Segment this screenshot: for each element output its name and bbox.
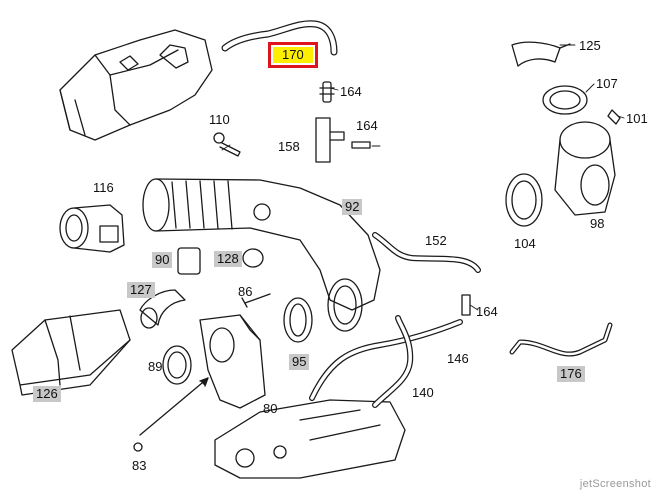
duct-outlet-ring — [327, 278, 363, 332]
ring-107 — [542, 85, 588, 115]
callout-80[interactable]: 80 — [263, 401, 278, 416]
callout-164[interactable]: 164 — [356, 118, 378, 133]
clamp-125 — [511, 41, 561, 67]
callout-101[interactable]: 101 — [626, 111, 648, 126]
ring-104 — [505, 173, 543, 227]
callout-140[interactable]: 140 — [412, 385, 434, 400]
air-filter-housing-126 — [11, 309, 131, 396]
arrow-83 — [139, 377, 209, 436]
pipe-176 — [509, 322, 613, 357]
cap-128 — [242, 248, 264, 268]
fitting-164-mid — [351, 141, 371, 149]
callout-152[interactable]: 152 — [425, 233, 447, 248]
t-fitting-158 — [315, 117, 345, 163]
bracket-90 — [177, 247, 201, 275]
callout-146[interactable]: 146 — [447, 351, 469, 366]
fitting-164-top — [319, 81, 335, 103]
air-mass-sensor-116 — [59, 204, 125, 253]
fitting-164-lower — [461, 294, 471, 316]
seal-ring-95 — [283, 297, 313, 343]
callout-164[interactable]: 164 — [476, 304, 498, 319]
callout-107[interactable]: 107 — [596, 76, 618, 91]
bolt-86 — [241, 293, 271, 308]
callout-176[interactable]: 176 — [557, 366, 585, 382]
callout-92[interactable]: 92 — [342, 199, 363, 215]
gasket-89 — [162, 345, 192, 385]
callout-158[interactable]: 158 — [278, 139, 300, 154]
callout-104[interactable]: 104 — [514, 236, 536, 251]
callout-89[interactable]: 89 — [148, 359, 163, 374]
cylinder-head-cover — [59, 29, 213, 141]
callout-125[interactable]: 125 — [579, 38, 601, 53]
throttle-housing-98 — [554, 121, 616, 216]
callout-127[interactable]: 127 — [127, 282, 155, 298]
bolt-110 — [213, 132, 241, 157]
intake-duct-92 — [142, 178, 381, 311]
callout-98[interactable]: 98 — [590, 216, 605, 231]
screw-83 — [133, 442, 143, 452]
callout-164[interactable]: 164 — [340, 84, 362, 99]
callout-83[interactable]: 83 — [132, 458, 147, 473]
intake-manifold — [214, 399, 406, 479]
callout-90[interactable]: 90 — [152, 252, 173, 268]
callout-95[interactable]: 95 — [289, 354, 310, 370]
callout-116[interactable]: 116 — [93, 180, 114, 195]
callout-110[interactable]: 110 — [209, 112, 230, 127]
throttle-body-80 — [199, 314, 266, 409]
callout-170[interactable]: 170 — [268, 42, 318, 68]
callout-126[interactable]: 126 — [33, 386, 61, 402]
watermark: jetScreenshot — [579, 478, 651, 490]
clip-101 — [607, 109, 621, 125]
elbow-127 — [139, 289, 186, 326]
callout-86[interactable]: 86 — [238, 284, 253, 299]
callout-128[interactable]: 128 — [214, 251, 242, 267]
